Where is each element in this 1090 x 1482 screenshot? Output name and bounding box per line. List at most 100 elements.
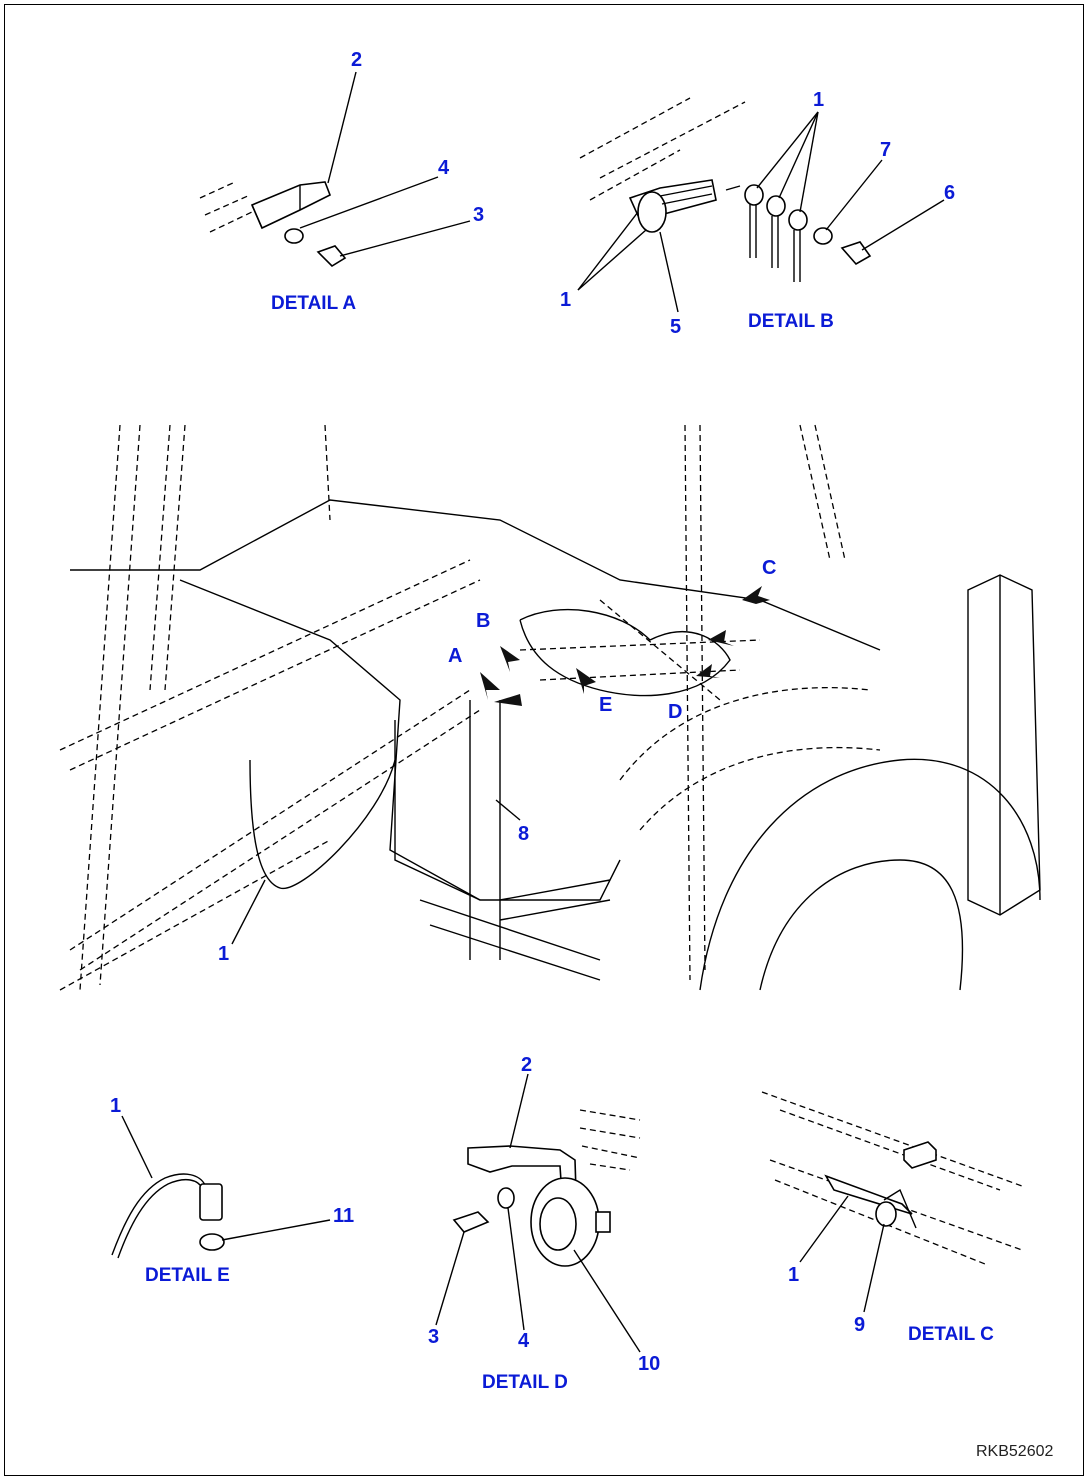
detail-a-callout-4: 4 xyxy=(438,157,450,179)
detail-b-callout-1-lower: 1 xyxy=(560,289,571,311)
detail-b: 1 7 6 1 5 DETAIL B xyxy=(560,89,955,338)
detail-a-bracket-edges xyxy=(251,185,301,229)
leader-line xyxy=(799,111,819,213)
leader-line xyxy=(659,231,679,313)
main-callout-1: 1 xyxy=(218,943,229,965)
detail-b-callout-7: 7 xyxy=(880,139,891,161)
detail-c-clip xyxy=(875,1201,897,1227)
detail-a-bolt xyxy=(316,245,347,268)
view-letter-c: C xyxy=(762,557,776,579)
detail-b-bolt xyxy=(840,241,872,266)
detail-c: 1 9 DETAIL C xyxy=(761,1091,1023,1345)
detail-e-callout-1: 1 xyxy=(110,1095,121,1117)
main-fender xyxy=(619,686,881,831)
detail-d: 2 3 4 10 DETAIL D xyxy=(428,1054,660,1393)
main-wheel-rim xyxy=(759,859,964,991)
main-left-pillar xyxy=(79,424,186,991)
detail-c-clip-arm xyxy=(883,1188,917,1229)
main-boom-lines xyxy=(59,559,481,991)
detail-a: 2 4 3 DETAIL A xyxy=(199,49,484,314)
detail-b-terminal xyxy=(788,209,808,231)
detail-b-callout-6: 6 xyxy=(944,182,955,204)
drawing-frame xyxy=(4,4,1084,1476)
view-letter-e: E xyxy=(599,694,612,716)
detail-a-washer xyxy=(284,228,304,244)
view-letter-b: B xyxy=(476,610,490,632)
detail-b-connector-ribs xyxy=(659,185,741,205)
arrow-e xyxy=(576,668,596,694)
arrow-d xyxy=(696,664,720,678)
detail-b-terminal xyxy=(744,184,764,206)
leader-line xyxy=(435,1231,465,1326)
detail-a-callout-2: 2 xyxy=(351,49,362,71)
detail-b-connector-flange xyxy=(637,191,667,233)
leader-line xyxy=(825,159,883,231)
detail-e-cable xyxy=(111,1173,206,1256)
detail-b-callout-5: 5 xyxy=(670,316,681,338)
leader-line xyxy=(577,211,639,291)
leader-line xyxy=(778,111,819,199)
leader-line xyxy=(507,1207,525,1331)
main-tire-arc xyxy=(699,758,1041,991)
detail-b-terminal xyxy=(766,195,786,217)
arrow-c xyxy=(742,586,770,604)
detail-b-hidden-lines xyxy=(579,97,746,201)
leader-line xyxy=(221,1219,331,1241)
detail-b-wires xyxy=(749,204,801,282)
arrow-b xyxy=(500,646,520,672)
detail-c-callout-1: 1 xyxy=(788,1264,799,1286)
main-right-column xyxy=(967,574,1041,916)
detail-d-callout-3: 3 xyxy=(428,1326,439,1348)
leader-line xyxy=(577,229,647,291)
leader-line xyxy=(299,176,439,229)
detail-a-mount-hidden-lines xyxy=(199,181,253,233)
leader-line xyxy=(799,1195,849,1263)
leader-line xyxy=(121,1115,153,1179)
main-wiring-cluster xyxy=(519,608,731,697)
detail-d-callout-2: 2 xyxy=(521,1054,532,1076)
arrow-a xyxy=(480,672,500,700)
leader-line xyxy=(339,220,471,257)
leader-line xyxy=(573,1249,641,1353)
main-view: C B A E D 8 1 xyxy=(59,424,1041,991)
main-pillars xyxy=(324,424,846,981)
detail-e-title: DETAIL E xyxy=(145,1265,230,1286)
drawing-reference-code: RKB52602 xyxy=(976,1443,1053,1460)
detail-e-connector xyxy=(199,1183,223,1221)
leader-line xyxy=(327,71,357,184)
detail-b-washer xyxy=(813,227,833,245)
main-harness-cable xyxy=(249,759,396,889)
detail-b-title: DETAIL B xyxy=(748,311,834,332)
detail-e: 1 11 DETAIL E xyxy=(110,1095,354,1286)
detail-e-cable-outer xyxy=(117,1178,203,1259)
leader-line xyxy=(231,879,266,945)
detail-d-callout-4: 4 xyxy=(518,1330,530,1352)
detail-b-callout-1: 1 xyxy=(813,89,824,111)
detail-a-title: DETAIL A xyxy=(271,293,356,314)
main-callout-8: 8 xyxy=(518,823,529,845)
view-letter-d: D xyxy=(668,701,682,723)
detail-a-callout-3: 3 xyxy=(473,204,484,226)
detail-d-washer xyxy=(497,1187,515,1209)
view-letter-a: A xyxy=(448,645,462,667)
detail-e-cap xyxy=(199,1233,225,1251)
detail-d-bolt xyxy=(452,1211,490,1233)
main-step-lines xyxy=(419,879,611,981)
detail-d-horn-face xyxy=(539,1197,577,1251)
main-upper-contour xyxy=(70,499,881,651)
detail-d-callout-10: 10 xyxy=(638,1353,660,1375)
detail-e-callout-11: 11 xyxy=(333,1205,354,1227)
detail-c-title: DETAIL C xyxy=(908,1324,994,1345)
main-frame-contour xyxy=(179,579,621,901)
arrow-bracket xyxy=(494,694,522,706)
detail-d-title: DETAIL D xyxy=(482,1372,568,1393)
leader-line xyxy=(495,799,521,821)
detail-c-hidden-lines xyxy=(761,1091,1023,1265)
detail-c-callout-9: 9 xyxy=(854,1314,865,1336)
leader-line xyxy=(861,199,945,251)
leader-line xyxy=(509,1073,529,1149)
arrow-d2 xyxy=(708,630,734,646)
detail-c-bracket xyxy=(903,1141,937,1169)
leader-line xyxy=(863,1223,885,1313)
